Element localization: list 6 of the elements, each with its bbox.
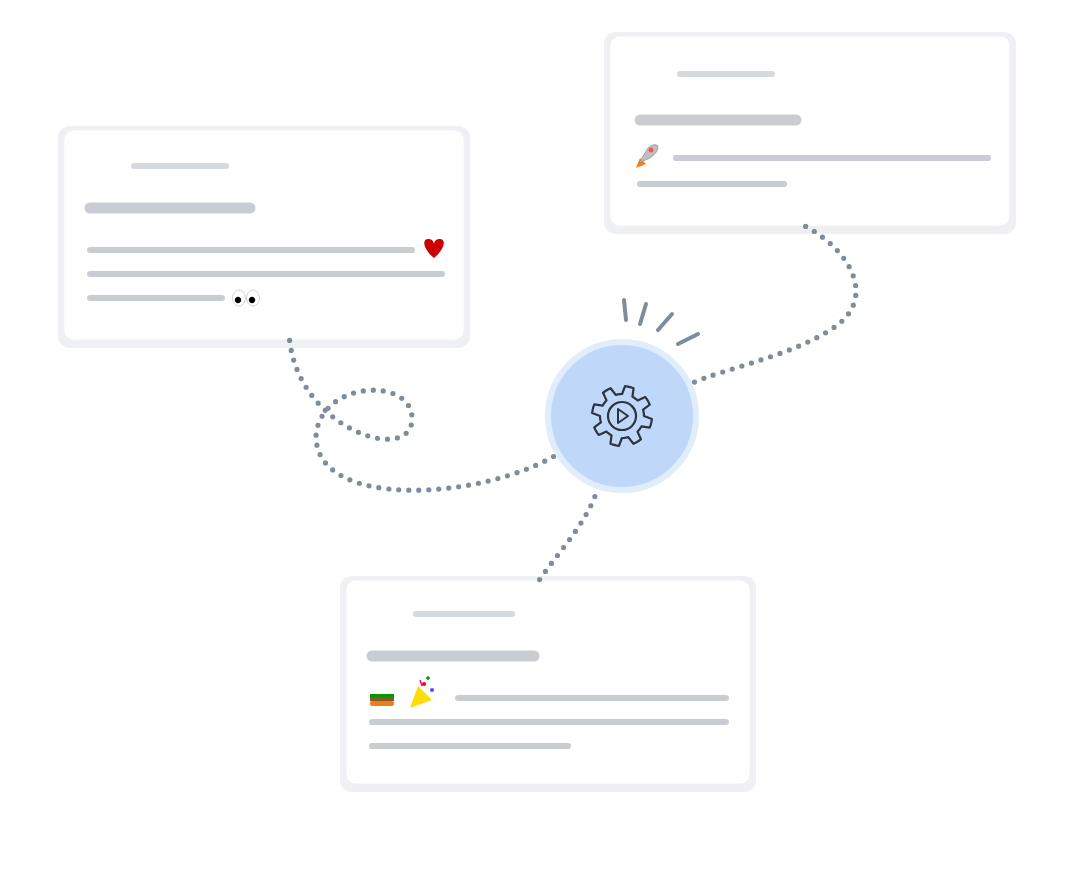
dotted-connector	[689, 223, 859, 386]
dotted-connector	[287, 337, 559, 493]
message-card	[604, 32, 1016, 234]
message-card	[58, 126, 470, 348]
message-card	[340, 576, 756, 792]
gear-circle	[545, 339, 699, 493]
